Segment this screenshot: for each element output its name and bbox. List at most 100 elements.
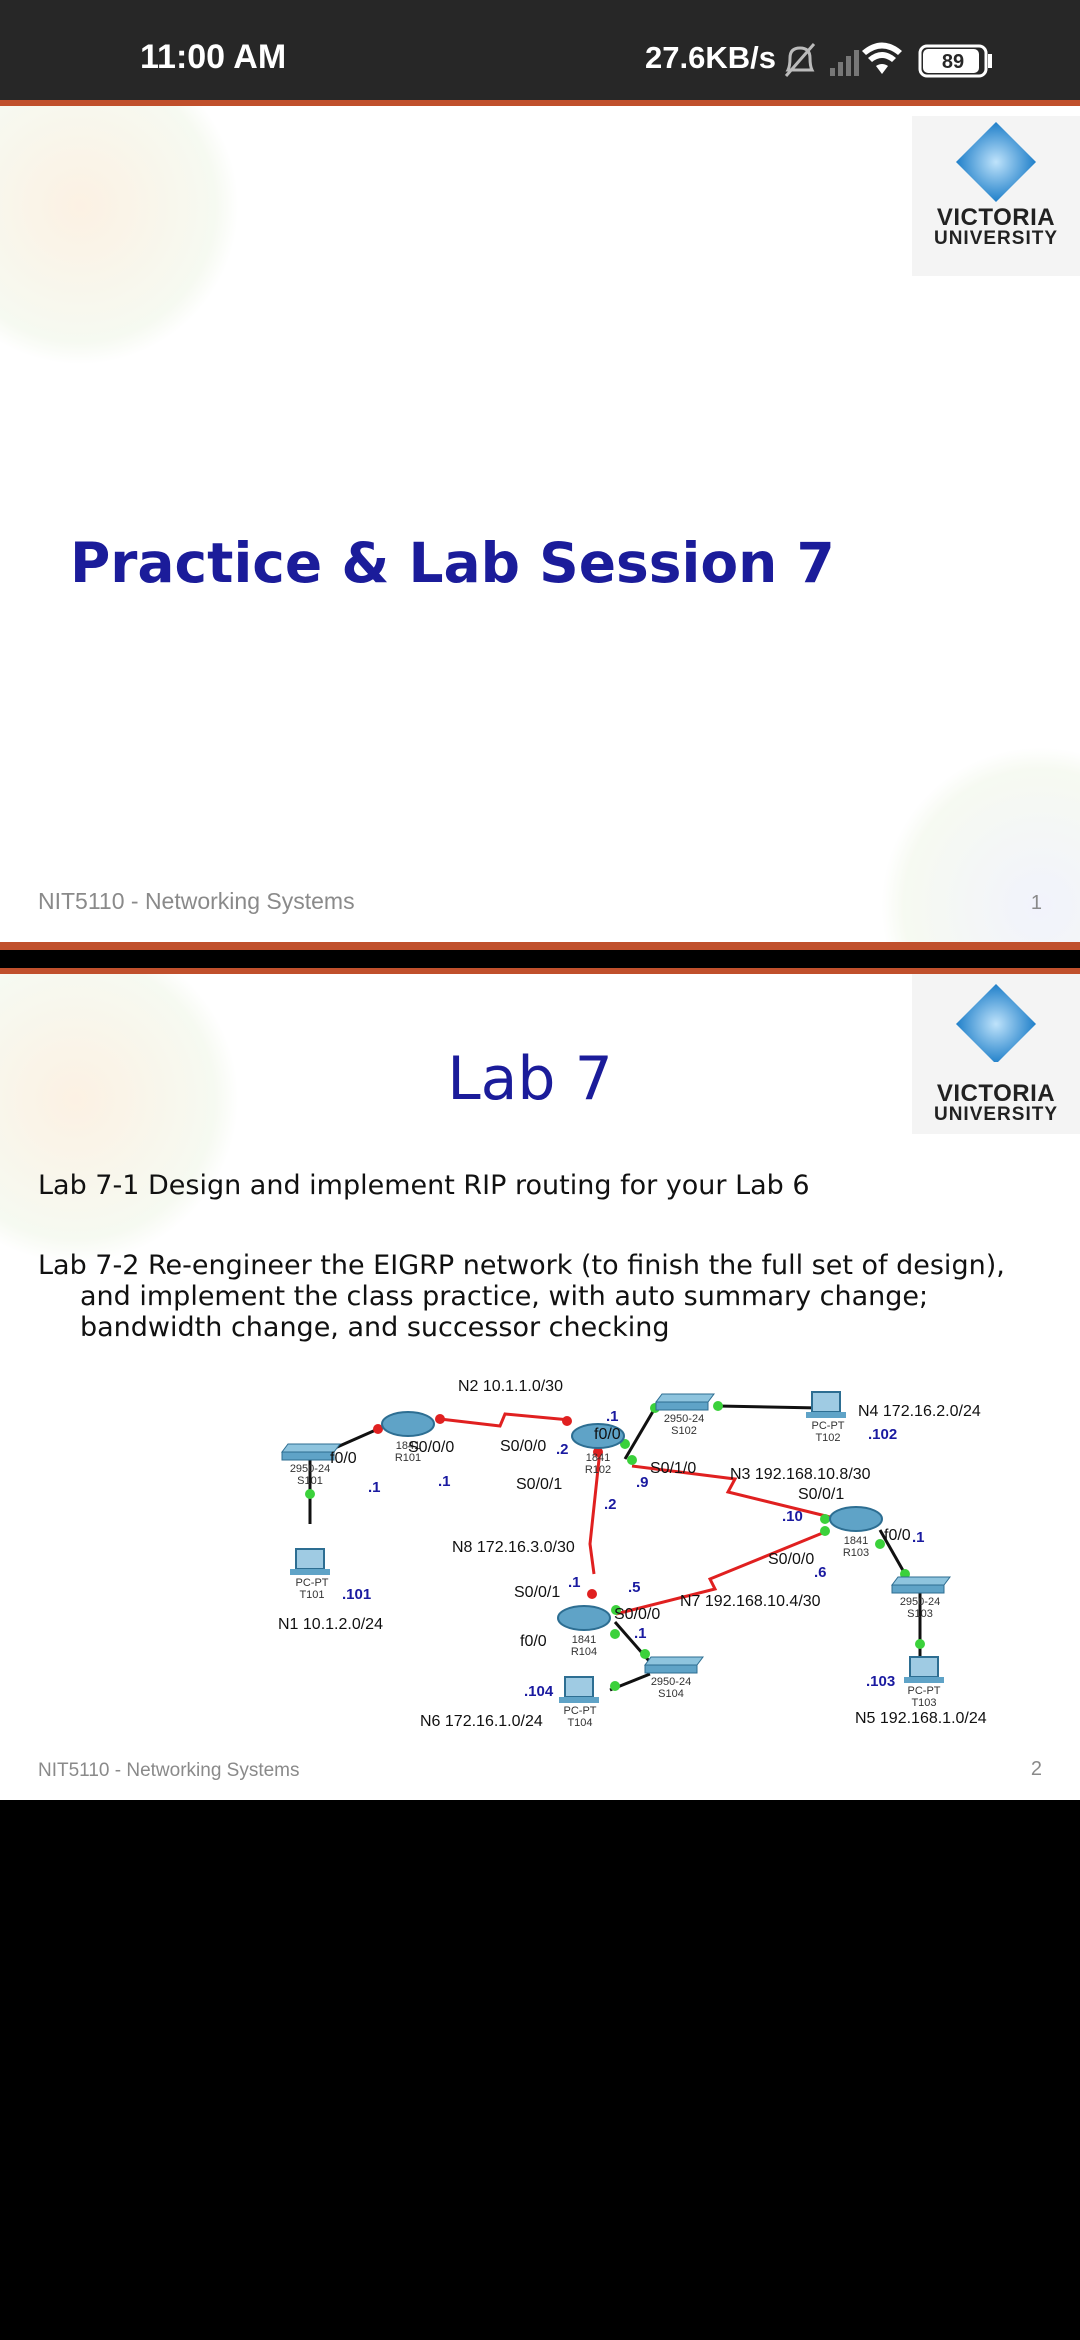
status-icons: 89 — [784, 42, 992, 78]
svg-text:.1: .1 — [606, 1408, 619, 1425]
svg-text:S0/1/0: S0/1/0 — [650, 1460, 696, 1477]
svg-text:S0/0/0: S0/0/0 — [614, 1606, 660, 1623]
svg-text:2950-24: 2950-24 — [290, 1463, 330, 1475]
link-r103-s103 — [878, 1529, 907, 1575]
label-n3: N3 192.168.10.8/30 — [730, 1466, 871, 1483]
pc-t104: PC-PT T104 — [559, 1676, 599, 1729]
svg-text:S0/0/0: S0/0/0 — [500, 1438, 546, 1455]
slide-1[interactable]: VICTORIA UNIVERSITY Practice & Lab Sessi… — [0, 100, 1080, 950]
link-r102-r103-n3 — [631, 1464, 831, 1519]
logo-text-line2: UNIVERSITY — [933, 1104, 1059, 1125]
link-r104-r103-n7 — [615, 1530, 826, 1616]
svg-text:f0/0: f0/0 — [330, 1450, 357, 1467]
logo-text-line1: VICTORIA — [936, 204, 1056, 231]
svg-text:R101: R101 — [395, 1452, 421, 1464]
svg-text:T102: T102 — [815, 1432, 840, 1444]
svg-text:PC-PT: PC-PT — [908, 1685, 941, 1697]
svg-text:R104: R104 — [571, 1646, 597, 1658]
link-r101-r102-n2 — [439, 1412, 571, 1428]
svg-text:.10: .10 — [782, 1508, 803, 1525]
slide-2[interactable]: VICTORIA UNIVERSITY Lab 7 Lab 7-1 Design… — [0, 968, 1080, 1800]
status-time: 11:00 AM — [140, 38, 287, 76]
svg-text:.2: .2 — [556, 1441, 569, 1458]
svg-text:.6: .6 — [814, 1564, 827, 1581]
svg-text:T101: T101 — [299, 1589, 324, 1601]
victoria-university-logo: VICTORIA UNIVERSITY — [912, 974, 1080, 1134]
battery-icon: 89 — [918, 44, 992, 78]
switch-s104: 2950-24 S104 — [644, 1656, 704, 1700]
pc-t103: PC-PT T103 — [904, 1656, 944, 1709]
svg-text:T104: T104 — [567, 1717, 592, 1729]
svg-text:1841: 1841 — [572, 1634, 596, 1646]
svg-text:1841: 1841 — [396, 1440, 420, 1452]
svg-text:.1: .1 — [634, 1625, 647, 1642]
logo-diamond-icon — [956, 122, 1036, 202]
link-s102-t102 — [717, 1404, 821, 1410]
slide-title: Lab 7 — [447, 1044, 613, 1114]
svg-text:2950-24: 2950-24 — [900, 1596, 940, 1608]
svg-text:S104: S104 — [658, 1688, 684, 1700]
svg-text:PC-PT: PC-PT — [812, 1420, 845, 1432]
decor-flower-top — [0, 106, 240, 366]
label-n2: N2 10.1.1.0/30 — [458, 1378, 563, 1395]
logo-text-line1: VICTORIA — [936, 1080, 1056, 1107]
status-bar: 11:00 AM 27.6KB/s 89 — [0, 0, 1080, 100]
pc-t101: PC-PT T101 — [290, 1548, 330, 1601]
svg-text:.9: .9 — [636, 1474, 649, 1491]
label-n6: N6 172.16.1.0/24 — [420, 1713, 543, 1730]
label-n7: N7 192.168.10.4/30 — [680, 1593, 821, 1610]
svg-text:.101: .101 — [342, 1586, 371, 1603]
svg-text:.2: .2 — [604, 1496, 617, 1513]
slide-footer: NIT5110 - Networking Systems — [38, 1760, 300, 1781]
router-r104: 1841 R104 — [557, 1605, 611, 1658]
logo-text-line2: UNIVERSITY — [933, 228, 1059, 249]
lab-item-1: Lab 7-1 Design and implement RIP routing… — [38, 1170, 810, 1201]
router-r102: 1841 R102 — [571, 1423, 625, 1476]
svg-text:R103: R103 — [843, 1547, 869, 1559]
svg-text:.103: .103 — [866, 1673, 895, 1690]
decor-flower-bottom — [880, 746, 1080, 942]
router-r103: 1841 R103 — [829, 1506, 883, 1559]
page-number: 1 — [1030, 892, 1042, 914]
svg-text:.1: .1 — [438, 1473, 451, 1490]
page-number: 2 — [1030, 1758, 1042, 1780]
signal-icon — [830, 50, 859, 76]
svg-text:.1: .1 — [568, 1574, 581, 1591]
svg-text:.1: .1 — [368, 1479, 381, 1496]
svg-text:.104: .104 — [524, 1683, 554, 1700]
svg-text:S103: S103 — [907, 1608, 933, 1620]
battery-level: 89 — [942, 51, 964, 73]
router-r101: 1841 R101 — [381, 1411, 435, 1464]
svg-text:2950-24: 2950-24 — [664, 1413, 704, 1425]
svg-text:S0/0/1: S0/0/1 — [516, 1476, 562, 1493]
mute-bell-icon — [784, 43, 816, 77]
svg-text:f0/0: f0/0 — [520, 1633, 547, 1650]
label-n4: N4 172.16.2.0/24 — [858, 1403, 981, 1420]
label-n8: N8 172.16.3.0/30 — [452, 1539, 575, 1556]
network-topology-diagram: 1841 R101 1841 R102 1841 R103 1841 R104 … — [278, 1378, 987, 1730]
wifi-icon — [862, 42, 902, 74]
svg-text:PC-PT: PC-PT — [296, 1577, 329, 1589]
svg-text:R102: R102 — [585, 1464, 611, 1476]
link-r102-s102 — [623, 1407, 657, 1460]
svg-text:S0/0/1: S0/0/1 — [798, 1486, 844, 1503]
svg-text:.5: .5 — [628, 1579, 641, 1596]
svg-text:1841: 1841 — [844, 1535, 868, 1547]
switch-s102: 2950-24 S102 — [655, 1393, 715, 1437]
svg-text:f0/0: f0/0 — [884, 1527, 911, 1544]
svg-text:2950-24: 2950-24 — [651, 1676, 691, 1688]
svg-text:S0/0/0: S0/0/0 — [408, 1439, 454, 1456]
svg-text:S101: S101 — [297, 1475, 323, 1487]
svg-text:PC-PT: PC-PT — [564, 1705, 597, 1717]
svg-text:S0/0/1: S0/0/1 — [514, 1584, 560, 1601]
slide-footer: NIT5110 - Networking Systems — [38, 888, 355, 914]
svg-text:.102: .102 — [868, 1426, 897, 1443]
svg-text:f0/0: f0/0 — [594, 1426, 621, 1443]
victoria-university-logo: VICTORIA UNIVERSITY — [912, 116, 1080, 276]
lab-item-2: Lab 7-2 Re-engineer the EIGRP network (t… — [38, 1250, 1005, 1343]
network-speed: 27.6KB/s — [645, 40, 776, 75]
svg-text:1841: 1841 — [586, 1452, 610, 1464]
svg-text:S0/0/0: S0/0/0 — [768, 1551, 814, 1568]
empty-viewer-area — [0, 1800, 1080, 2340]
pc-t102: PC-PT T102 — [806, 1391, 846, 1444]
